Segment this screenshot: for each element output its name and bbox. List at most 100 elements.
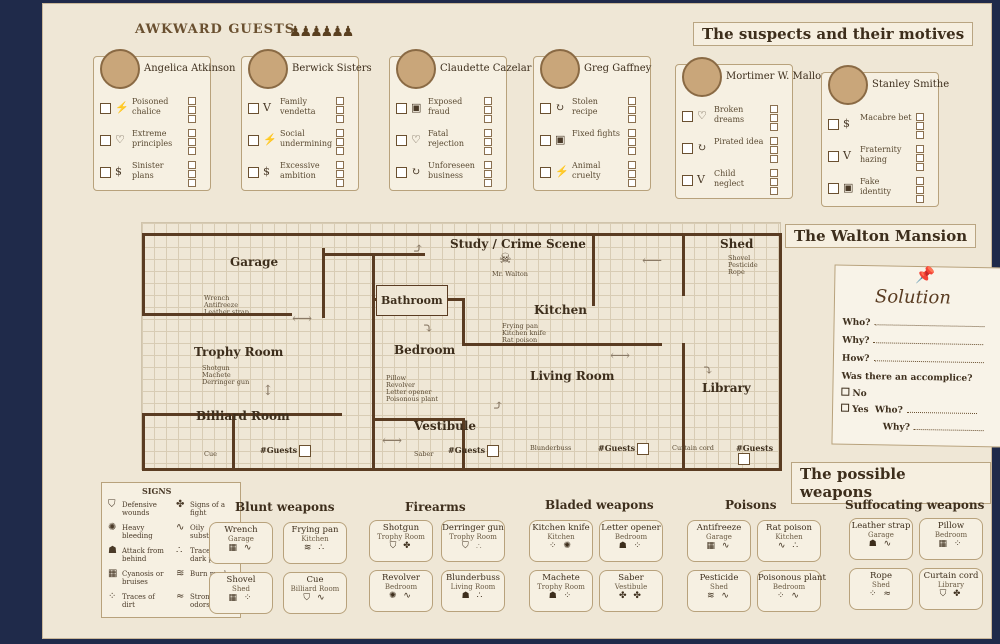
yes-option[interactable]: Yes Who? (841, 403, 977, 417)
motive-checkbox[interactable] (540, 167, 551, 178)
clue-boxes[interactable] (916, 145, 934, 172)
motive-text: Family vendetta (280, 97, 316, 116)
weapon-name: Antifreeze (696, 523, 742, 533)
lightning-icon: ⚡ (115, 101, 129, 114)
room-vestibule[interactable]: Vestibule (414, 419, 477, 433)
room-kitchen[interactable]: Kitchen (534, 303, 587, 317)
clue-boxes[interactable] (336, 129, 354, 156)
guests-checkbox[interactable] (299, 445, 312, 457)
kitchen-items: Frying pan Kitchen knife Rat poison (502, 322, 546, 344)
clue-boxes[interactable] (628, 129, 646, 156)
suspect-portrait (396, 49, 436, 89)
room-trophy[interactable]: Trophy Room (194, 345, 284, 359)
motive-checkbox[interactable] (248, 135, 259, 146)
room-study[interactable]: Study / Crime Scene (450, 237, 586, 251)
motive-checkbox[interactable] (682, 175, 693, 186)
sign-entry: ⛉Defensive wounds (108, 500, 172, 518)
how-field[interactable]: How? (842, 354, 984, 366)
motive-text: Pirated idea (714, 137, 764, 146)
clue-boxes[interactable] (628, 97, 646, 124)
clue-boxes[interactable] (188, 97, 206, 124)
clue-boxes[interactable] (916, 177, 934, 204)
motive-checkbox[interactable] (828, 119, 839, 130)
room-bedroom[interactable]: Bedroom (394, 343, 456, 357)
guests-checkbox[interactable] (637, 443, 650, 455)
clue-boxes[interactable] (484, 129, 502, 156)
motive-checkbox[interactable] (100, 135, 111, 146)
room-billiard[interactable]: Billiard Room (196, 409, 290, 423)
weapon-location: Trophy Room (449, 533, 497, 541)
weapon-location: Shed (710, 583, 728, 591)
weapons-banner: The possible weapons (791, 462, 991, 504)
motive-checkbox[interactable] (396, 135, 407, 146)
motive-checkbox[interactable] (540, 103, 551, 114)
heart-icon: ♡ (411, 133, 421, 146)
clue-boxes[interactable] (336, 161, 354, 188)
clue-boxes[interactable] (770, 169, 788, 196)
why2-field[interactable]: Why? (883, 422, 984, 434)
motive-checkbox[interactable] (540, 135, 551, 146)
clue-boxes[interactable] (336, 97, 354, 124)
signs-title: SIGNS (142, 486, 172, 496)
suspect-portrait (540, 49, 580, 89)
weapon-name: Rat poison (765, 523, 812, 533)
motive-text: Macabre bet (860, 113, 912, 122)
room-library[interactable]: Library (702, 381, 751, 395)
motive-checkbox[interactable] (828, 183, 839, 194)
weapon-location: Bedroom (934, 531, 968, 539)
motive-checkbox[interactable] (396, 167, 407, 178)
guests-checkbox[interactable] (738, 453, 750, 465)
motive-checkbox[interactable] (248, 167, 259, 178)
lightning-icon: ⚡ (263, 133, 277, 146)
clue-boxes[interactable] (916, 113, 934, 140)
no-option[interactable]: No (841, 387, 867, 399)
motive-checkbox[interactable] (682, 143, 693, 154)
solution-title: Solution (874, 286, 952, 309)
room-shed[interactable]: Shed (720, 237, 754, 251)
weapon-location: Garage (868, 531, 894, 539)
clue-boxes[interactable] (770, 105, 788, 132)
motive-checkbox[interactable] (682, 111, 693, 122)
clue-boxes[interactable] (188, 161, 206, 188)
motive-checkbox[interactable] (100, 167, 111, 178)
clue-boxes[interactable] (770, 137, 788, 164)
clue-boxes[interactable] (484, 161, 502, 188)
motive-checkbox[interactable] (100, 103, 111, 114)
weapon-signs: ✺ ∿ (389, 591, 413, 601)
motive-row: $Sinister plans (100, 161, 206, 191)
guests-checkbox[interactable] (487, 445, 500, 457)
motive-checkbox[interactable] (828, 151, 839, 162)
clue-boxes[interactable] (484, 97, 502, 124)
room-garage[interactable]: Garage (230, 255, 279, 269)
motive-checkbox[interactable] (248, 103, 259, 114)
sign-entry: ✺Heavy bleeding (108, 523, 172, 541)
why-field[interactable]: Why? (842, 336, 984, 348)
clue-boxes[interactable] (188, 129, 206, 156)
room-living[interactable]: Living Room (530, 369, 615, 383)
clue-boxes[interactable] (628, 161, 646, 188)
who-field[interactable]: Who? (842, 318, 985, 330)
motive-checkbox[interactable] (396, 103, 407, 114)
weapon-name: Revolver (382, 573, 420, 583)
room-bathroom[interactable]: Bathroom (376, 285, 448, 316)
